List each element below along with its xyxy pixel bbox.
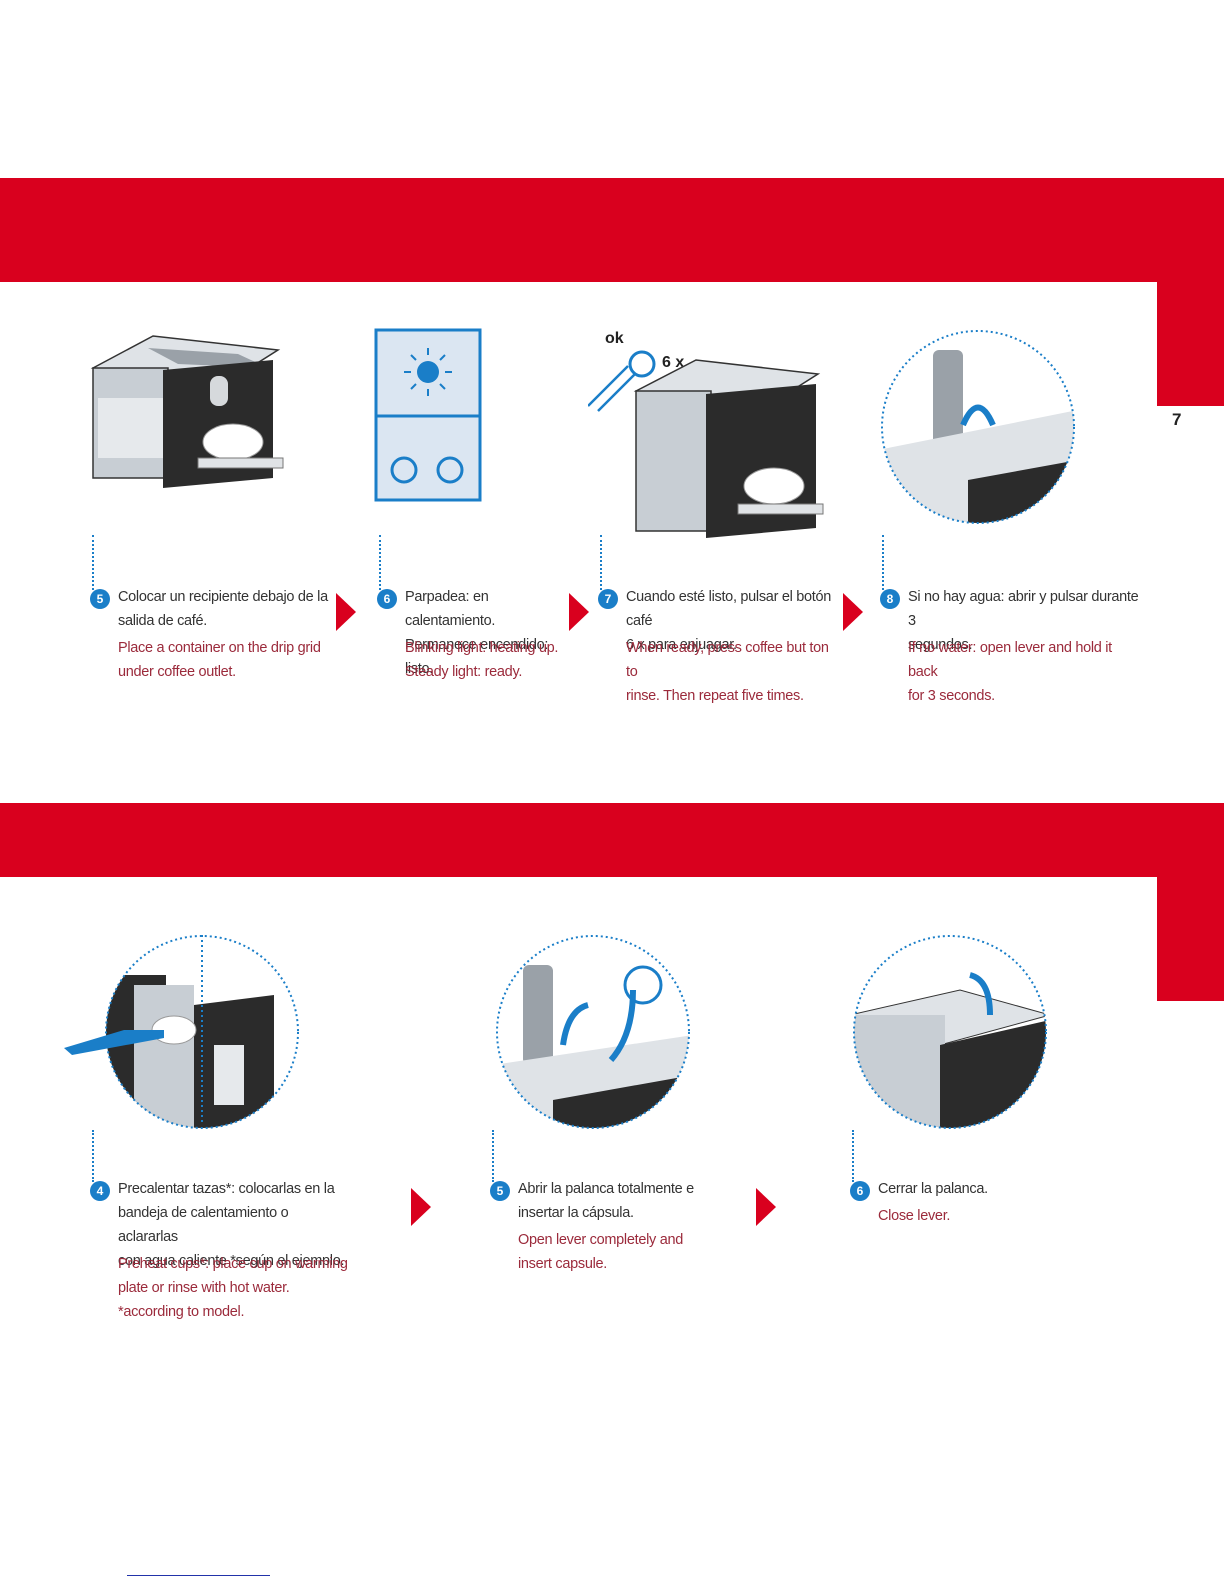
step-text-es: Cerrar la palanca.	[878, 1177, 988, 1201]
step-text-en: When ready, press coffee but ton to	[626, 636, 838, 684]
preheat-cup-circle-illustration	[64, 935, 302, 1135]
step-text-es: salida de café.	[118, 609, 328, 633]
step-number-badge: 8	[880, 589, 900, 609]
step-text-en: rinse. Then repeat five times.	[626, 684, 838, 708]
step-text-es: Precalentar tazas*: colocarlas en la	[118, 1177, 350, 1201]
step-text-en: for 3 seconds.	[908, 684, 1140, 708]
step-text-es: Cuando esté listo, pulsar el botón café	[626, 585, 838, 633]
step-8-no-water: 8 Si no hay agua: abrir y pulsar durante…	[880, 535, 1140, 685]
control-panel-illustration	[374, 328, 484, 503]
step-text-en: under coffee outlet.	[118, 660, 321, 684]
section-header-band-2	[0, 803, 1224, 877]
next-step-arrow	[756, 1188, 776, 1226]
page-number: 7	[1172, 410, 1181, 430]
step-text-en: insert capsule.	[518, 1252, 683, 1276]
step-text-en: Place a container on the drip grid	[118, 636, 321, 660]
step-number-badge: 5	[90, 589, 110, 609]
step-7-rinse: 7 Cuando esté listo, pulsar el botón caf…	[598, 535, 838, 685]
step-text-en: Steady light: ready.	[405, 660, 558, 684]
step-number-badge: 4	[90, 1181, 110, 1201]
step-number-badge: 6	[850, 1181, 870, 1201]
next-step-arrow	[336, 593, 356, 631]
lever-detail-circle-illustration	[878, 330, 1078, 530]
step-number-badge: 7	[598, 589, 618, 609]
step-text-en: Close lever.	[878, 1204, 950, 1228]
step-text-es: Parpadea: en calentamiento.	[405, 585, 577, 633]
step-text-en: plate or rinse with hot water.	[118, 1276, 348, 1300]
footnote-rule	[127, 1575, 270, 1576]
step-text-es: bandeja de calentamiento o aclararlas	[118, 1201, 350, 1249]
step-text-en: *according to model.	[118, 1300, 348, 1324]
step-number-badge: 6	[377, 589, 397, 609]
next-step-arrow	[569, 593, 589, 631]
step-text-es: Colocar un recipiente debajo de la	[118, 585, 328, 609]
step-6-heating: 6 Parpadea: en calentamiento. Permanece …	[377, 535, 577, 685]
finger-press-machine-illustration	[588, 346, 828, 546]
step-text-es: insertar la cápsula.	[518, 1201, 694, 1225]
step-number-badge: 5	[490, 1181, 510, 1201]
step-text-en: If no water: open lever and hold it back	[908, 636, 1140, 684]
step-text-es: Si no hay agua: abrir y pulsar durante 3	[908, 585, 1140, 633]
step-5-insert-capsule: 5 Abrir la palanca totalmente e insertar…	[490, 1130, 730, 1290]
page-tab-1	[1157, 178, 1224, 406]
step-6-close-lever: 6 Cerrar la palanca. Close lever.	[850, 1130, 1050, 1240]
machine-with-cup-illustration	[88, 328, 293, 498]
close-lever-illustration	[850, 935, 1050, 1135]
next-step-arrow	[843, 593, 863, 631]
step-text-es: Abrir la palanca totalmente e	[518, 1177, 694, 1201]
step-text-en: Preheat cups*: place cup on warming	[118, 1252, 348, 1276]
step-text-en: Blinking light: heating up.	[405, 636, 558, 660]
open-lever-insert-capsule-illustration	[493, 935, 693, 1135]
next-step-arrow	[411, 1188, 431, 1226]
step-5-rinse-setup: 5 Colocar un recipiente debajo de la sal…	[90, 535, 330, 685]
step-text-en: Open lever completely and	[518, 1228, 683, 1252]
section-header-band-1	[0, 178, 1224, 282]
page-tab-2	[1157, 803, 1224, 1001]
step-4-preheat-cups: 4 Precalentar tazas*: colocarlas en la b…	[90, 1130, 350, 1330]
